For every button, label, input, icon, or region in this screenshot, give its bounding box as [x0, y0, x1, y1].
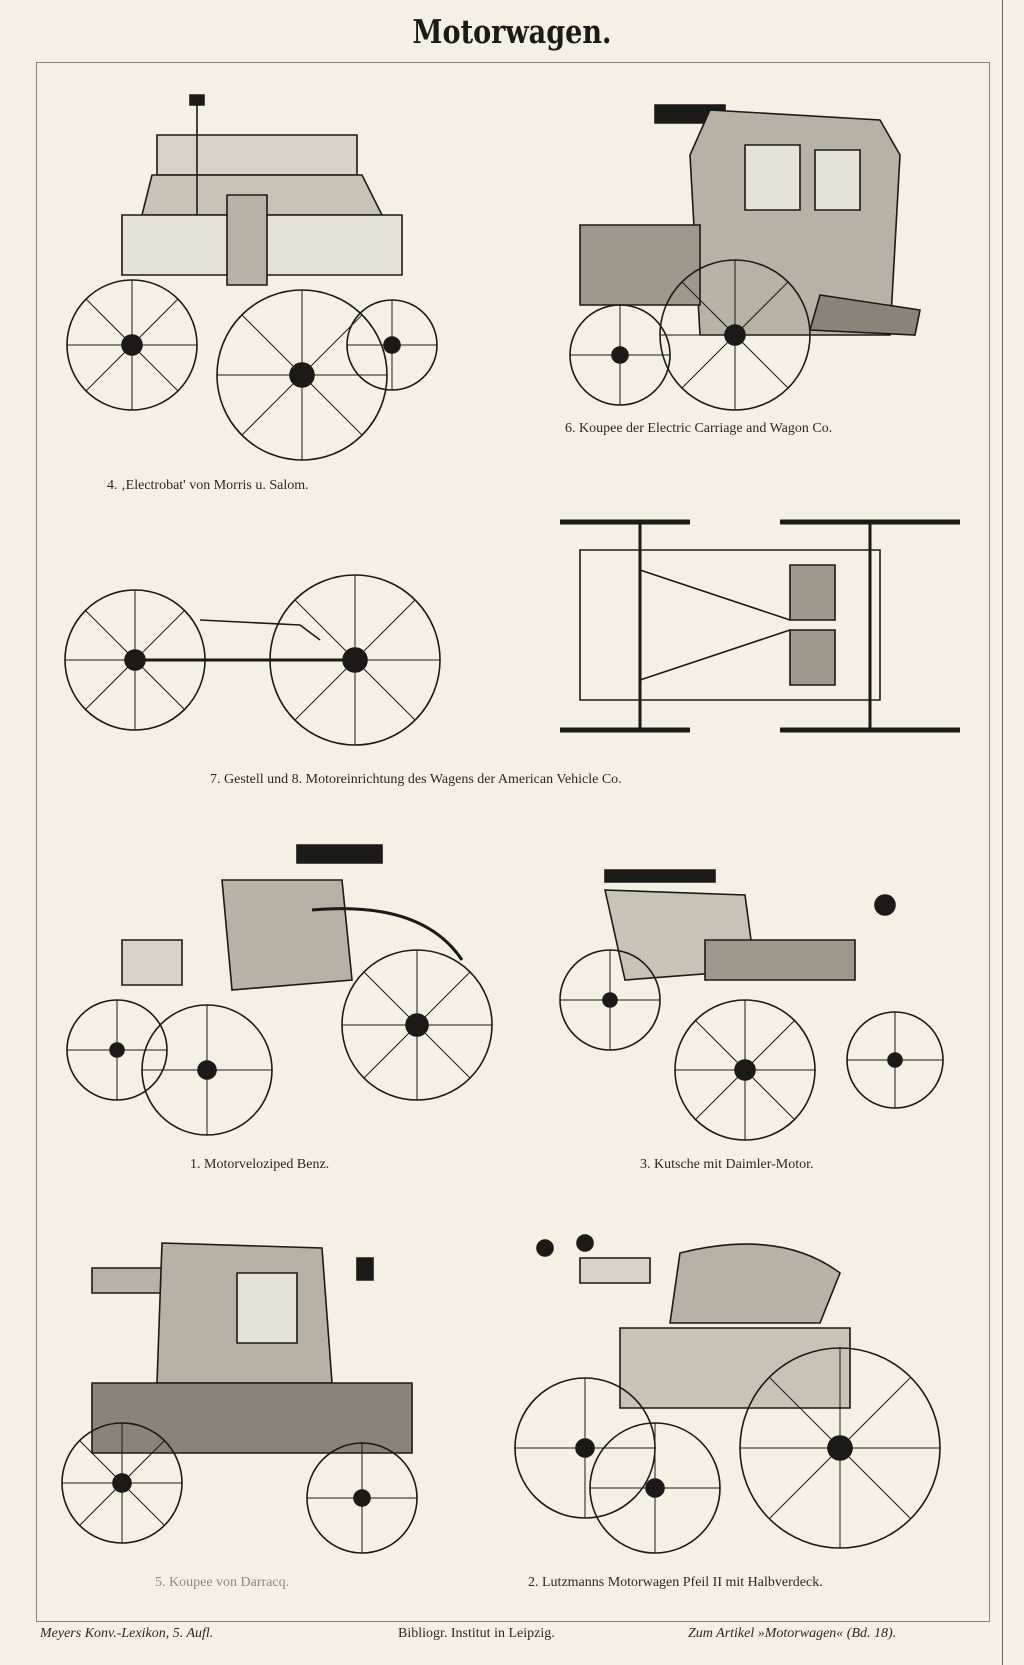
caption-electrobat: 4. ‚Electrobat' von Morris u. Salom.: [107, 478, 309, 493]
caption-daimler: 3. Kutsche mit Daimler-Motor.: [640, 1157, 814, 1172]
lutzmann-car-illustration: [520, 1233, 950, 1563]
page-edge: [1002, 0, 1003, 1665]
coupe-car-illustration: [560, 95, 940, 415]
caption-benz: 1. Motorveloziped Benz.: [190, 1157, 330, 1172]
plate-border: [36, 62, 990, 1622]
footer-article-ref: Zum Artikel »Motorwagen« (Bd. 18).: [688, 1626, 897, 1641]
daimler-carriage-illustration: [565, 870, 955, 1160]
caption-chassis: 7. Gestell und 8. Motoreinrichtung des W…: [210, 772, 622, 787]
footer-publication: Meyers Konv.-Lexikon, 5. Aufl.: [40, 1626, 214, 1641]
footer-publisher: Bibliogr. Institut in Leipzig.: [398, 1626, 555, 1641]
caption-darracq: 5. Koupee von Darracq.: [155, 1575, 290, 1590]
plate-title: Motorwagen.: [412, 12, 612, 51]
chassis-illustration: [60, 510, 960, 750]
darracq-coupe-illustration: [62, 1233, 452, 1558]
benz-car-illustration: [62, 840, 502, 1140]
caption-lutzmann: 2. Lutzmanns Motorwagen Pfeil II mit Hal…: [528, 1575, 823, 1590]
electrobat-car-illustration: [62, 95, 442, 465]
caption-coupe-electric: 6. Koupee der Electric Carriage and Wago…: [565, 421, 833, 436]
